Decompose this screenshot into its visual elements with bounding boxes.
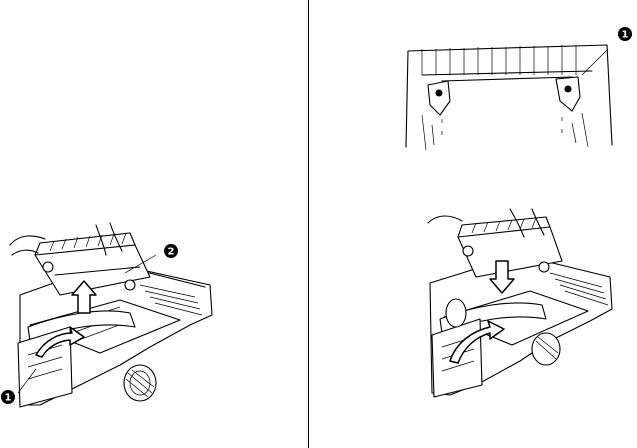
- svg-text:2: 2: [168, 247, 175, 258]
- callout-2-left: 2: [164, 244, 178, 258]
- callout-1-right: 1: [618, 27, 632, 41]
- figure-remove-tractor: [9, 222, 213, 408]
- svg-text:1: 1: [5, 393, 12, 404]
- callout-1-left: 1: [1, 390, 15, 404]
- figure-tractor-seated: [405, 44, 613, 151]
- svg-text:1: 1: [622, 30, 629, 41]
- column-divider: [308, 0, 309, 448]
- figure-install-tractor: [427, 208, 613, 398]
